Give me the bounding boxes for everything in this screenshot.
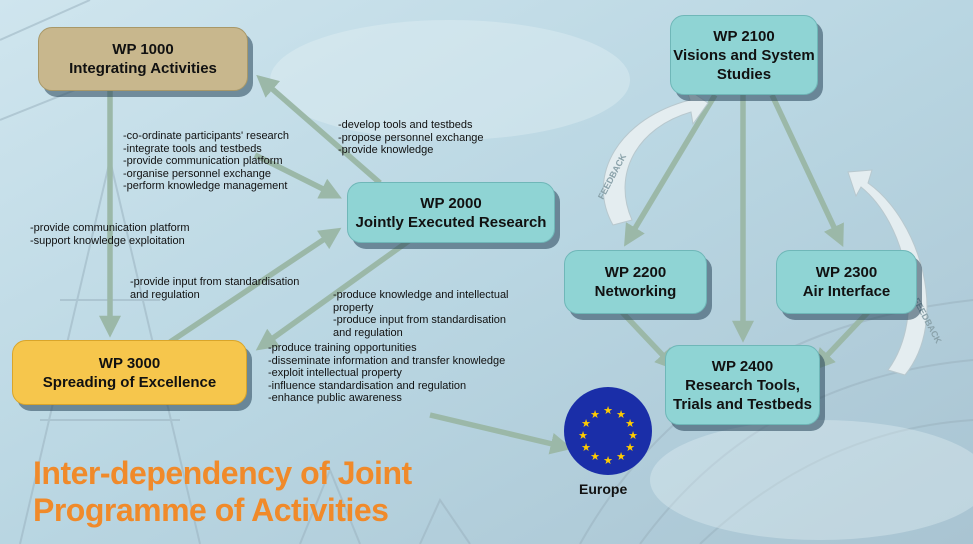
svg-text:★: ★ — [590, 408, 600, 421]
box-wp2300-code: WP 2300 — [815, 264, 878, 281]
box-wp2100: WP 2100 Visions and System Studies — [670, 15, 818, 95]
label-line: -produce training opportunities — [268, 342, 417, 354]
box-wp1000-code: WP 1000 — [112, 41, 174, 58]
svg-text:★: ★ — [625, 441, 635, 454]
label-line: -produce input from standardisation — [333, 314, 507, 326]
box-wp3000-name: Spreading of Excellence — [42, 373, 217, 391]
label-line: -provide input from standardisation — [130, 276, 300, 288]
svg-text:★: ★ — [625, 417, 635, 430]
label-line: -propose personnel exchange — [338, 131, 484, 144]
svg-text:★: ★ — [616, 450, 626, 463]
label-line: -co-ordinate participants' research — [123, 130, 289, 142]
box-wp2100-line2: Studies — [716, 65, 772, 83]
box-wp2300: WP 2300 Air Interface — [776, 250, 917, 314]
arrow-wp2000-to-wp1000 — [256, 74, 382, 186]
box-wp2200-name: Networking — [594, 283, 677, 300]
box-wp2000-name: Jointly Executed Research — [355, 213, 547, 231]
label-line: -enhance public awareness — [268, 392, 402, 404]
label-line: and regulation — [130, 288, 200, 301]
svg-text:★: ★ — [581, 417, 591, 430]
box-wp1000-name: Integrating Activities — [69, 60, 217, 77]
svg-text:★: ★ — [590, 450, 600, 463]
europe-label: Europe — [579, 481, 628, 497]
box-wp2400-line1: Research Tools, — [685, 376, 800, 394]
label-line: -provide knowledge — [338, 144, 434, 156]
svg-text:★: ★ — [616, 408, 626, 421]
svg-text:★: ★ — [603, 454, 613, 467]
label-wp2000-to-wp1000: -develop tools and testbeds -propose per… — [338, 119, 484, 157]
page-title: Inter-dependency of Joint Programme of A… — [33, 455, 412, 529]
label-line: property — [333, 301, 374, 314]
label-line: -organise personnel exchange — [123, 167, 271, 180]
label-line: -support knowledge exploitation — [30, 234, 185, 247]
label-line: -provide communication platform — [30, 222, 190, 234]
arrow-wp2100-to-wp2300 — [769, 93, 844, 247]
arrow-wp1000-to-wp2000 — [253, 152, 342, 199]
label-line: and regulation — [333, 326, 403, 339]
page-title-line1: Inter-dependency of Joint — [33, 455, 412, 491]
arrow-wp2300-to-wp2400 — [812, 308, 872, 371]
svg-text:★: ★ — [581, 441, 591, 454]
svg-text:★: ★ — [628, 429, 638, 442]
label-line: -disseminate information and transfer kn… — [268, 354, 506, 367]
box-wp2400: WP 2400 Research Tools, Trials and Testb… — [665, 345, 820, 425]
label-line: -influence standardisation and regulatio… — [268, 379, 467, 392]
label-wp3000-to-wp2000: -provide input from standardisation and … — [130, 276, 299, 301]
label-line: -produce knowledge and intellectual — [333, 289, 509, 301]
arrow-wp3000-to-wp2000 — [168, 227, 342, 345]
box-wp2400-code: WP 2400 — [711, 357, 774, 375]
svg-text:★: ★ — [603, 404, 613, 417]
label-line: -perform knowledge management — [123, 180, 288, 192]
arrow-wp2000-to-wp3000 — [255, 237, 412, 351]
svg-text:★: ★ — [578, 429, 588, 442]
box-wp3000-code: WP 3000 — [98, 354, 161, 372]
label-line: -integrate tools and testbeds — [123, 142, 262, 155]
label-line: -develop tools and testbeds — [338, 119, 473, 131]
box-wp2200-code: WP 2200 — [604, 264, 667, 281]
page-title-line2: Programme of Activities — [33, 492, 389, 528]
box-wp2400-line2: Trials and Testbeds — [673, 395, 812, 413]
label-wp2000-to-wp3000: -produce knowledge and intellectual prop… — [333, 289, 509, 339]
box-wp2000: WP 2000 Jointly Executed Research — [347, 182, 555, 243]
box-wp2100-line1: Visions and System — [673, 46, 815, 64]
arrow-wp2200-to-wp2400 — [618, 308, 678, 371]
arrow-wp3000-to-europe — [429, 412, 573, 455]
box-wp3000: WP 3000 Spreading of Excellence — [12, 340, 247, 405]
box-wp1000: WP 1000 Integrating Activities — [38, 27, 248, 91]
box-wp2300-name: Air Interface — [802, 283, 891, 300]
label-wp1000-to-wp3000: -provide communication platform -support… — [30, 222, 190, 247]
arrow-wp2100-to-wp2200 — [624, 93, 718, 247]
box-wp2100-code: WP 2100 — [713, 27, 775, 45]
box-wp2000-code: WP 2000 — [420, 194, 482, 212]
label-wp3000-to-europe: -produce training opportunities -dissemi… — [268, 342, 505, 405]
label-line: -provide communication platform — [123, 155, 283, 167]
label-line: -exploit intellectual property — [268, 367, 402, 379]
label-wp1000-to-wp2000: -co-ordinate participants' research -int… — [123, 130, 289, 193]
eu-flag-icon: ★ ★ ★ ★ ★ ★ ★ ★ ★ ★ ★ ★ — [564, 387, 652, 475]
box-wp2200: WP 2200 Networking — [564, 250, 707, 314]
